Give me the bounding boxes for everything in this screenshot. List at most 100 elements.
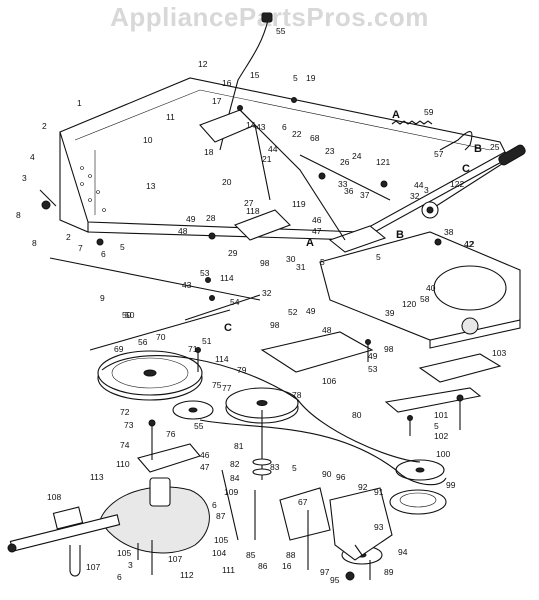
callout: 114: [215, 354, 229, 364]
callout: 50: [122, 310, 132, 320]
callout: 4: [30, 152, 35, 162]
callout: 10: [143, 135, 153, 145]
callout: 70: [156, 332, 166, 342]
callout: 9: [100, 293, 105, 303]
callout: 96: [336, 472, 346, 482]
pulley-75: [172, 400, 214, 420]
bracket-74: [137, 443, 201, 473]
callout: 31: [296, 262, 306, 272]
hook-rod: [439, 131, 473, 151]
callout: 105: [214, 535, 228, 545]
callout: 38: [444, 227, 454, 237]
lever-108: [221, 469, 239, 541]
callout: 85: [246, 550, 256, 560]
spring: [391, 120, 433, 125]
callout: 47: [200, 462, 210, 472]
callout: 122: [450, 179, 464, 189]
callout: 110: [116, 459, 130, 469]
callout: 81: [234, 441, 244, 451]
idler-bracket: [260, 331, 374, 373]
letter-markers: A B C: [392, 109, 482, 175]
callout: 120: [402, 299, 416, 309]
callout: 52: [288, 307, 298, 317]
callout: 91: [374, 487, 384, 497]
callout: 32: [262, 288, 272, 298]
washers-82-84: [252, 458, 272, 476]
callout: 5: [376, 252, 381, 262]
callout: 50: [125, 310, 135, 320]
callout: 25: [490, 142, 500, 152]
callout: 44: [268, 144, 278, 154]
callout: 108: [47, 492, 61, 502]
chassis-frame: [59, 77, 506, 241]
callout: 5: [292, 463, 297, 473]
callout: 99: [446, 480, 456, 490]
callout: 44: [414, 180, 424, 190]
callout: 8: [16, 210, 21, 220]
callout: 75: [212, 380, 222, 390]
callout: 67: [298, 497, 308, 507]
callout: 1: [77, 98, 82, 108]
callout: 2: [42, 121, 47, 131]
callout: 103: [492, 348, 506, 358]
callout: 112: [180, 570, 194, 580]
bolts: [39, 97, 464, 581]
callout: 21: [262, 154, 272, 164]
callout: 105: [117, 548, 131, 558]
callout: 118: [246, 206, 260, 216]
callout: 36: [344, 186, 354, 196]
callout: 53: [200, 268, 210, 278]
callout: 12: [465, 239, 475, 249]
callout: 77: [222, 383, 232, 393]
callout: 98: [270, 320, 280, 330]
callout: 102: [434, 431, 448, 441]
callout: 101: [434, 410, 448, 420]
callout: 46: [200, 450, 210, 460]
callout: 49: [368, 351, 378, 361]
callout: 46: [312, 215, 322, 225]
callout: 15: [250, 70, 260, 80]
callout: 69: [114, 344, 124, 354]
callout: 74: [120, 440, 130, 450]
callout: 20: [222, 177, 232, 187]
lower-frame-plate: [319, 231, 521, 349]
callout: 16: [282, 561, 292, 571]
callout: 30: [286, 254, 296, 264]
callout: 24: [352, 151, 362, 161]
idler-arm-bracket: [279, 487, 393, 561]
callout: 113: [90, 472, 104, 482]
callout: 88: [286, 550, 296, 560]
callout: 22: [292, 129, 302, 139]
callout: 83: [270, 462, 280, 472]
callout: 58: [420, 294, 430, 304]
callout: 5: [434, 421, 439, 431]
callout: 71: [188, 344, 198, 354]
callout: 106: [322, 376, 336, 386]
pulley-99: [389, 489, 447, 515]
callout: 5: [120, 242, 125, 252]
callout: 49: [306, 306, 316, 316]
callout: 90: [322, 469, 332, 479]
callout: 12: [198, 59, 208, 69]
callout: 114: [220, 273, 234, 283]
callout-labels: 55 15 16 12 5 19 17 1 11 18 10 43 6 14 2…: [16, 26, 506, 585]
callout: 59: [424, 107, 434, 117]
callout: 48: [178, 226, 188, 236]
callout: 119: [292, 199, 306, 209]
callout: 68: [310, 133, 320, 143]
callout: 28: [206, 213, 216, 223]
callout: 6: [101, 249, 106, 259]
callout: 6: [282, 122, 287, 132]
callout: 107: [168, 554, 182, 564]
callout: 5: [293, 73, 298, 83]
callout: 107: [86, 562, 100, 572]
callout: 89: [384, 567, 394, 577]
callout: 82: [230, 459, 240, 469]
callout: 73: [124, 420, 134, 430]
callout: 80: [352, 410, 362, 420]
callout: 2: [66, 232, 71, 242]
callout: 3: [424, 185, 429, 195]
callout: 40: [426, 283, 436, 293]
rod-54: [184, 294, 261, 321]
callout: 55: [194, 421, 204, 431]
